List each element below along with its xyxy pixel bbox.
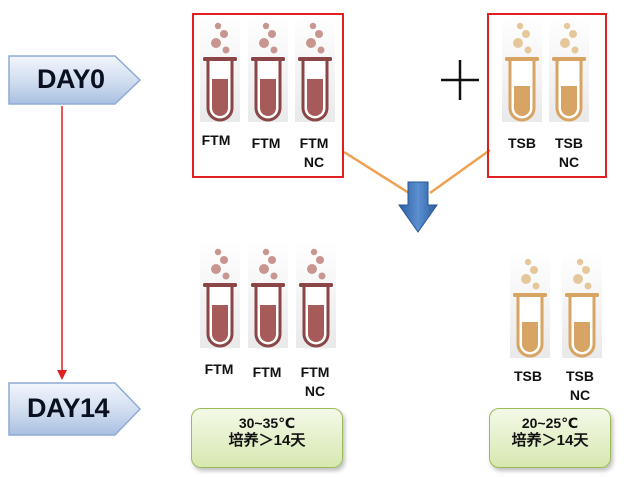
tsb-duration: 培养＞14天 <box>511 432 589 449</box>
tsb-incubation-condition: 20~25℃ 培养＞14天 <box>489 408 611 468</box>
day14-tsb-nc-label: TSB NC <box>566 368 594 403</box>
day0-ftm-nc-label: FTM NC <box>299 135 329 170</box>
day14-tsb-label: TSB <box>514 368 542 384</box>
day0-ftm-label-2: FTM <box>251 135 281 151</box>
day0-label: DAY0 <box>37 64 105 94</box>
day0-tsb-frame <box>487 13 607 178</box>
ftm-incubation-condition: 30~35℃ 培养＞14天 <box>191 408 343 468</box>
day14-label: DAY14 <box>27 393 110 423</box>
day14-ftm-tube-1 <box>198 240 242 350</box>
day14-tsb-tube <box>508 250 552 360</box>
day14-chevron <box>8 382 142 436</box>
timeline-arrow <box>57 106 67 380</box>
ftm-temperature: 30~35℃ <box>238 415 296 431</box>
day0-ftm-frame <box>192 13 344 178</box>
day14-ftm-nc-label: FTM NC <box>300 364 330 399</box>
day0-tsb-nc-label: TSB NC <box>555 135 583 170</box>
day14-ftm-nc-tube <box>294 240 338 350</box>
merge-connector <box>343 148 491 195</box>
tsb-temperature: 20~25℃ <box>521 415 579 431</box>
day14-ftm-tube-2 <box>246 240 290 350</box>
day0-ftm-label-1: FTM <box>201 132 231 148</box>
ftm-duration: 培养＞14天 <box>228 432 306 449</box>
day0-chevron <box>8 55 142 105</box>
down-arrow <box>398 181 438 233</box>
day0-tsb-label: TSB <box>508 135 536 151</box>
day14-tsb-nc-tube <box>560 250 604 360</box>
day14-ftm-label-2: FTM <box>252 364 282 380</box>
day14-ftm-label-1: FTM <box>204 361 234 377</box>
plus-sign <box>441 60 479 100</box>
